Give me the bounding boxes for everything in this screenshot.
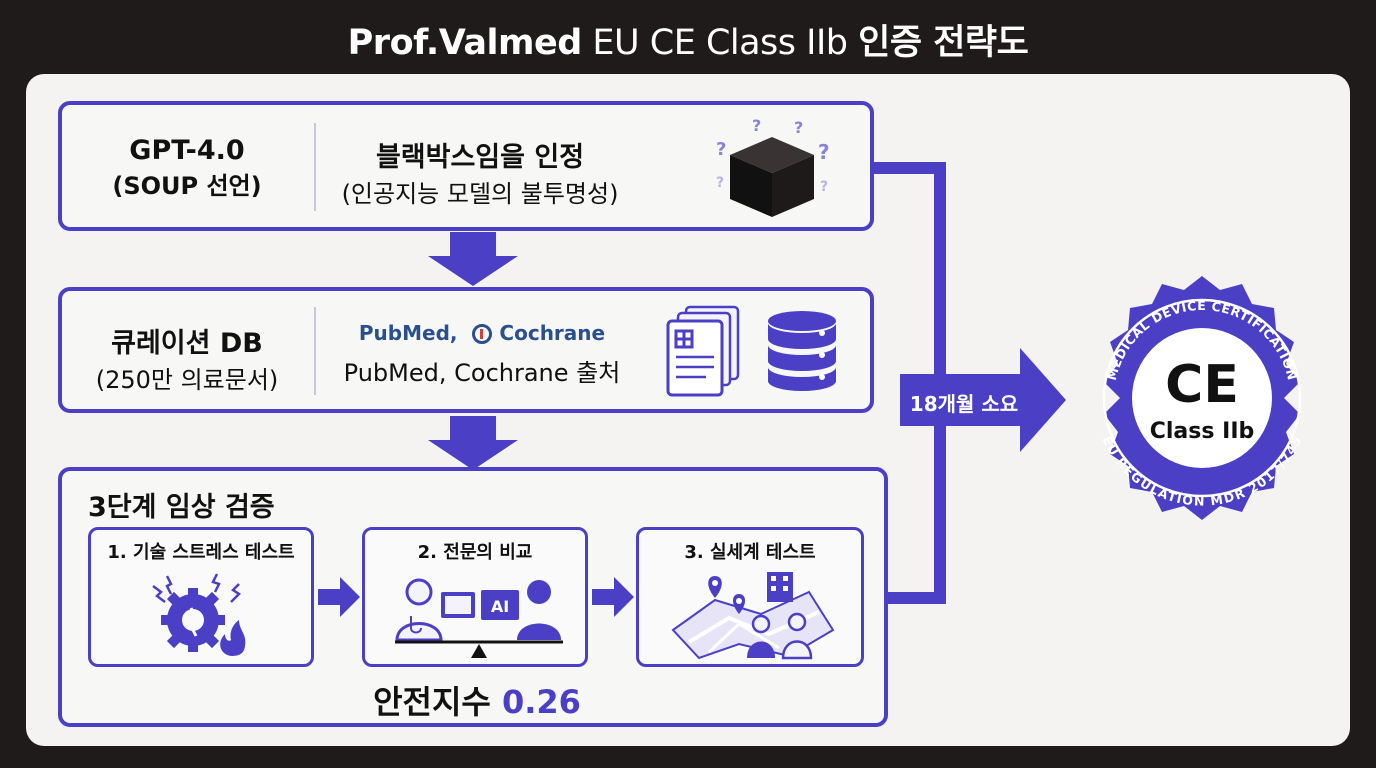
step2-box: 큐레이션 DB (250만 의료문서) PubMed, Cochrane Pub… — [58, 287, 874, 413]
stage-3-label: 3. 실세계 테스트 — [684, 542, 816, 563]
seal-class-label: Class IIb — [1150, 419, 1255, 444]
step2-right-sub: PubMed, Cochrane 출처 — [343, 359, 621, 387]
safety-value: 0.26 — [501, 683, 581, 721]
step1-right-sub: (인공지능 모델의 불투명성) — [341, 180, 619, 208]
duration-label: 18개월 소요 — [909, 392, 1019, 416]
database-icon — [768, 311, 836, 391]
step3-box: 3단계 임상 검증 1. 기술 스트레스 테스트 2. — [58, 467, 888, 727]
seal-badge-icon — [1102, 276, 1302, 520]
step1-left-main: GPT-4.0 — [129, 135, 245, 166]
step1-box: GPT-4.0 (SOUP 선언) 블랙박스임을 인정 (인공지능 모델의 불투… — [58, 101, 874, 231]
stage-2-card: 2. 전문의 비교 AI — [362, 527, 588, 667]
real-world-map-icon — [671, 572, 835, 660]
cochrane-logo-icon — [472, 324, 493, 344]
safety-label: 안전지수 — [373, 683, 502, 721]
svg-text:?: ? — [716, 139, 726, 160]
stage-arrow-1 — [318, 577, 360, 617]
step2-left-main: 큐레이션 DB — [111, 328, 263, 359]
down-arrow-1 — [428, 232, 518, 286]
ai-screen-text: AI — [491, 597, 509, 616]
doctor-vs-ai-icon: AI — [395, 578, 563, 658]
page-title: Prof.Valmed EU CE Class IIb 인증 전략도 — [347, 23, 1029, 63]
stage-arrow-2 — [592, 577, 634, 617]
safety-index: 안전지수 0.26 — [62, 677, 892, 723]
documents-icon — [666, 305, 740, 397]
pubmed-logo: PubMed, — [358, 321, 458, 345]
stage-2-label: 2. 전문의 비교 — [417, 542, 533, 563]
stage-1-label: 1. 기술 스트레스 테스트 — [107, 542, 295, 563]
svg-text:?: ? — [716, 175, 724, 191]
seal-ce-mark: CE — [1165, 355, 1239, 415]
step1-left-sub: (SOUP 선언) — [112, 172, 262, 200]
ce-certification-seal: MEDICAL DEVICE CERTIFICATION EU REGULATI… — [1100, 276, 1304, 520]
stage-3-card: 3. 실세계 테스트 — [636, 527, 864, 667]
step2-left-sub: (250만 의료문서) — [95, 366, 279, 394]
svg-text:?: ? — [820, 179, 828, 195]
step3-heading: 3단계 임상 검증 — [88, 492, 275, 523]
stage-1-card: 1. 기술 스트레스 테스트 — [88, 527, 314, 667]
down-arrow-2 — [428, 416, 518, 470]
black-box-cube-icon: ? ? ? ? ? ? — [716, 116, 830, 217]
cochrane-logo-text: Cochrane — [499, 321, 606, 345]
svg-text:?: ? — [794, 118, 803, 137]
step1-right-main: 블랙박스임을 인정 — [375, 142, 585, 173]
svg-text:?: ? — [818, 140, 830, 164]
svg-text:?: ? — [752, 116, 761, 135]
gear-stress-icon — [152, 573, 246, 656]
